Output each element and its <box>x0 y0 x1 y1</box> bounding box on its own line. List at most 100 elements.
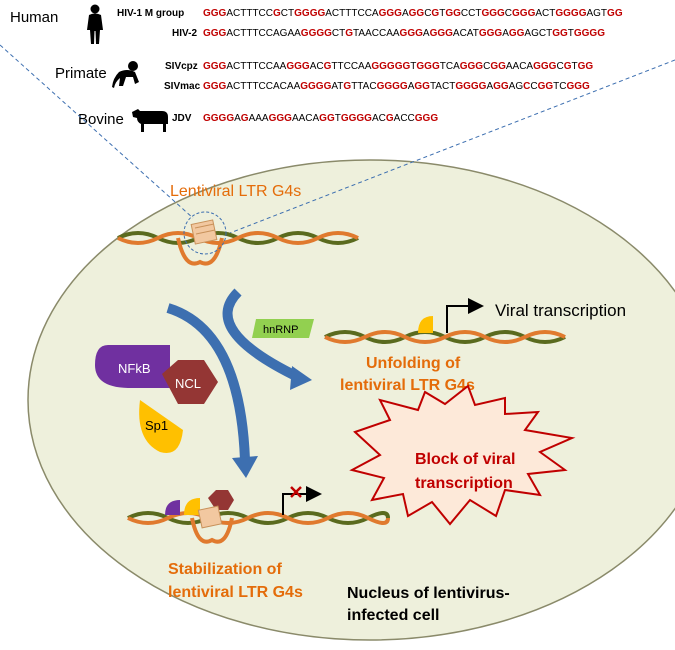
guanine-run: GGGG <box>574 28 605 39</box>
sequence-segment: ACTTTCCAGAA <box>226 28 301 39</box>
sp1-protein: Sp1 <box>139 400 183 454</box>
sequence-name-hiv2: HIV-2 <box>172 28 197 39</box>
sequence-segment: ACTTTCCA <box>325 8 379 19</box>
g-quadruplex-bound-icon <box>197 505 223 529</box>
guanine-run: G <box>386 113 394 124</box>
hnrnp-label: hnRNP <box>263 324 298 336</box>
sequence-segment: AG <box>509 81 524 92</box>
guanine-run: G <box>564 61 572 72</box>
sequence-segment: A <box>502 28 509 39</box>
nucleus <box>27 159 675 641</box>
ncl-protein: NCL <box>162 360 218 404</box>
sequence-segment: A <box>408 81 415 92</box>
guanine-run: GGGGG <box>371 61 410 72</box>
viral-transcription-label: Viral transcription <box>495 301 626 320</box>
sequence-segment: A <box>402 8 409 19</box>
zoom-line-right <box>229 59 675 234</box>
sequence-segment: ACTTTCCAA <box>226 61 286 72</box>
sequence-segment: ACC <box>394 113 415 124</box>
guanine-run: G <box>431 8 439 19</box>
guanine-run: GGG <box>203 28 227 39</box>
sequence-segment: AACA <box>506 61 534 72</box>
guanine-run: GGG <box>286 61 310 72</box>
sequence-segment: ACTTTCC <box>226 8 273 19</box>
sequence-segment: TCA <box>440 61 460 72</box>
sequence-segment: C <box>556 61 563 72</box>
guanine-run: GGGG <box>455 81 486 92</box>
sequence-segment: T <box>335 113 341 124</box>
guanine-run: GGG <box>533 61 557 72</box>
guanine-run: GG <box>552 28 568 39</box>
sequence-segment: A <box>234 113 241 124</box>
sequence-segment: ACT <box>535 8 555 19</box>
dna-helix-top <box>117 231 359 266</box>
sequence-jdv: GGGGAGAAAGGGAACAGGTGGGGACGACCGGG <box>203 113 438 124</box>
sequence-segment: CT <box>332 28 345 39</box>
sequence-hiv1: GGGACTTTCCGCTGGGGACTTTCCAGGGAGGCGTGGCCTG… <box>203 8 623 19</box>
guanine-run: GGG <box>415 113 439 124</box>
sequence-segment: AGT <box>586 8 607 19</box>
guanine-run: G <box>324 61 332 72</box>
guanine-run: GG <box>319 113 335 124</box>
guanine-run: GG <box>538 81 554 92</box>
stabilization-label-line1: Stabilization of <box>168 561 282 578</box>
guanine-run: GGGG <box>301 28 332 39</box>
group-label-human: Human <box>10 9 58 26</box>
guanine-run: GGG <box>460 61 484 72</box>
guanine-run: GGG <box>512 8 536 19</box>
sequence-segment: AACA <box>292 113 320 124</box>
guanine-run: GGG <box>379 8 403 19</box>
nfkb-label: NFkB <box>118 361 151 376</box>
sequence-segment: ACAT <box>453 28 479 39</box>
sequence-segment: TTCCAA <box>331 61 371 72</box>
block-label-line2: transcription <box>415 475 513 492</box>
monkey-silhouette-icon <box>112 61 139 88</box>
sequence-segment: AT <box>331 81 343 92</box>
guanine-run: C <box>523 81 530 92</box>
guanine-run: G <box>345 28 353 39</box>
dna-helix-bottom <box>127 511 390 544</box>
sequence-segment: C <box>505 8 512 19</box>
guanine-run: G <box>241 113 249 124</box>
sequence-segment: A <box>486 81 493 92</box>
guanine-run: GGG <box>479 28 503 39</box>
guanine-run: GG <box>578 61 594 72</box>
sequence-hiv2: GGGACTTTCCAGAAGGGGCTGTAACCAAGGGAGGGACATG… <box>203 28 605 39</box>
block-label-line1: Block of viral <box>415 451 515 468</box>
guanine-run: GG <box>445 8 461 19</box>
sequence-segment: CT <box>281 8 294 19</box>
sequence-segment: AC <box>310 61 324 72</box>
sequence-name-sivcpz: SIVcpz <box>165 61 198 72</box>
sequence-segment: AGCT <box>524 28 552 39</box>
sequence-segment: C <box>530 81 537 92</box>
blocked-x-icon <box>290 486 302 498</box>
sequence-segment: TTAC <box>351 81 376 92</box>
guanine-run: GGG <box>567 81 591 92</box>
sp1-label: Sp1 <box>145 418 168 433</box>
sequence-segment: T <box>571 61 577 72</box>
guanine-run: GG <box>509 28 525 39</box>
guanine-run: GGGG <box>377 81 408 92</box>
guanine-run: GGG <box>481 8 505 19</box>
transcription-start-arrow[interactable] <box>446 298 484 333</box>
guanine-run: GGG <box>400 28 424 39</box>
guanine-run: GGG <box>430 28 454 39</box>
sequence-segment: C <box>483 61 490 72</box>
group-label-primate: Primate <box>55 65 107 82</box>
ncl-bound-icon <box>208 490 234 510</box>
guanine-run: GG <box>409 8 425 19</box>
sequence-name-sivmac: SIVmac <box>164 81 201 92</box>
unfolding-label-line2: lentiviral LTR G4s <box>340 377 475 394</box>
unfolding-label-line1: Unfolding of <box>366 355 461 372</box>
guanine-run: G <box>343 81 351 92</box>
ncl-label: NCL <box>175 376 201 391</box>
guanine-run: G <box>273 8 281 19</box>
sequence-segment: T <box>410 61 416 72</box>
sequence-segment: A <box>423 28 430 39</box>
ltr-g4s-label: Lentiviral LTR G4s <box>170 183 301 200</box>
transcription-blocked-arrow[interactable] <box>282 486 322 515</box>
sp1-bound-icon <box>418 316 433 333</box>
guanine-run: GG <box>414 81 430 92</box>
sequence-segment: AC <box>372 113 386 124</box>
